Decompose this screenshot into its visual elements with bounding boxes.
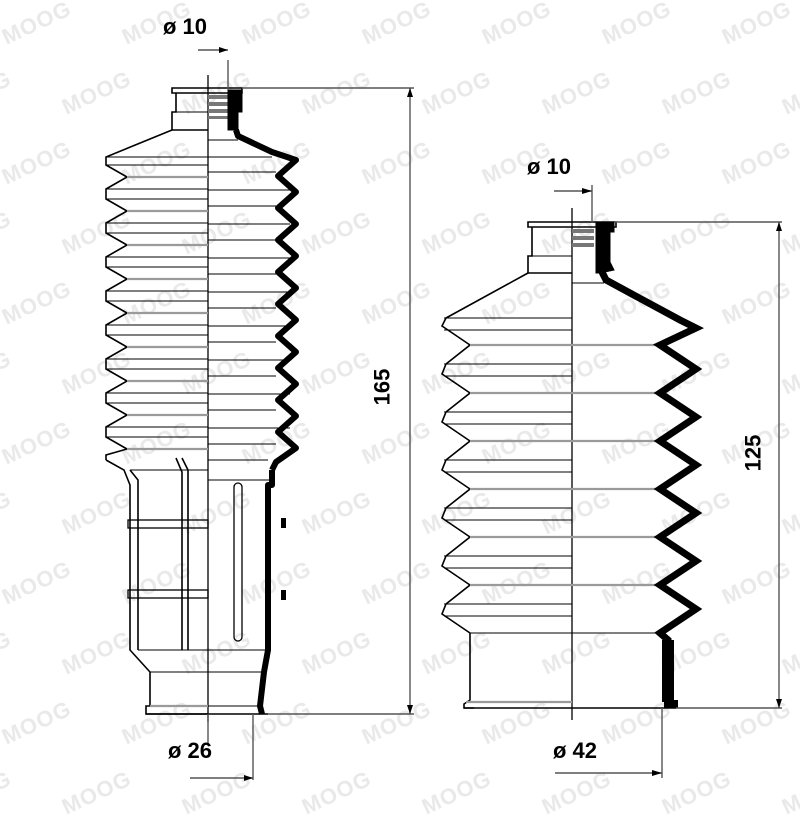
left-boot-right-lines [208,139,290,461]
left-boot-wall [233,129,299,472]
left-boot-pleat-lines [106,156,208,451]
right-boot-right-lines [572,282,660,634]
left-boot-slot [233,482,243,642]
left-top-diameter-label: ø 10 [163,14,208,39]
left-bottom-diameter-label: ø 26 [168,738,213,763]
right-length-label: 125 [740,434,766,472]
boots-drawing: .o{fill:none;stroke:#000;stroke-width:1.… [105,47,782,781]
right-boot [440,208,705,720]
right-thread-detail [572,229,594,247]
left-thread-detail [208,95,228,119]
right-boot-pleat-lines [444,317,676,709]
left-boot [105,75,299,722]
left-boot-dimensions [190,47,414,781]
right-boot-wall [598,270,705,709]
left-length-label: 165 [369,368,395,406]
right-bottom-diameter-label: ø 42 [553,738,598,763]
right-top-diameter-label: ø 10 [527,154,572,179]
right-boot-dimensions [554,185,782,778]
